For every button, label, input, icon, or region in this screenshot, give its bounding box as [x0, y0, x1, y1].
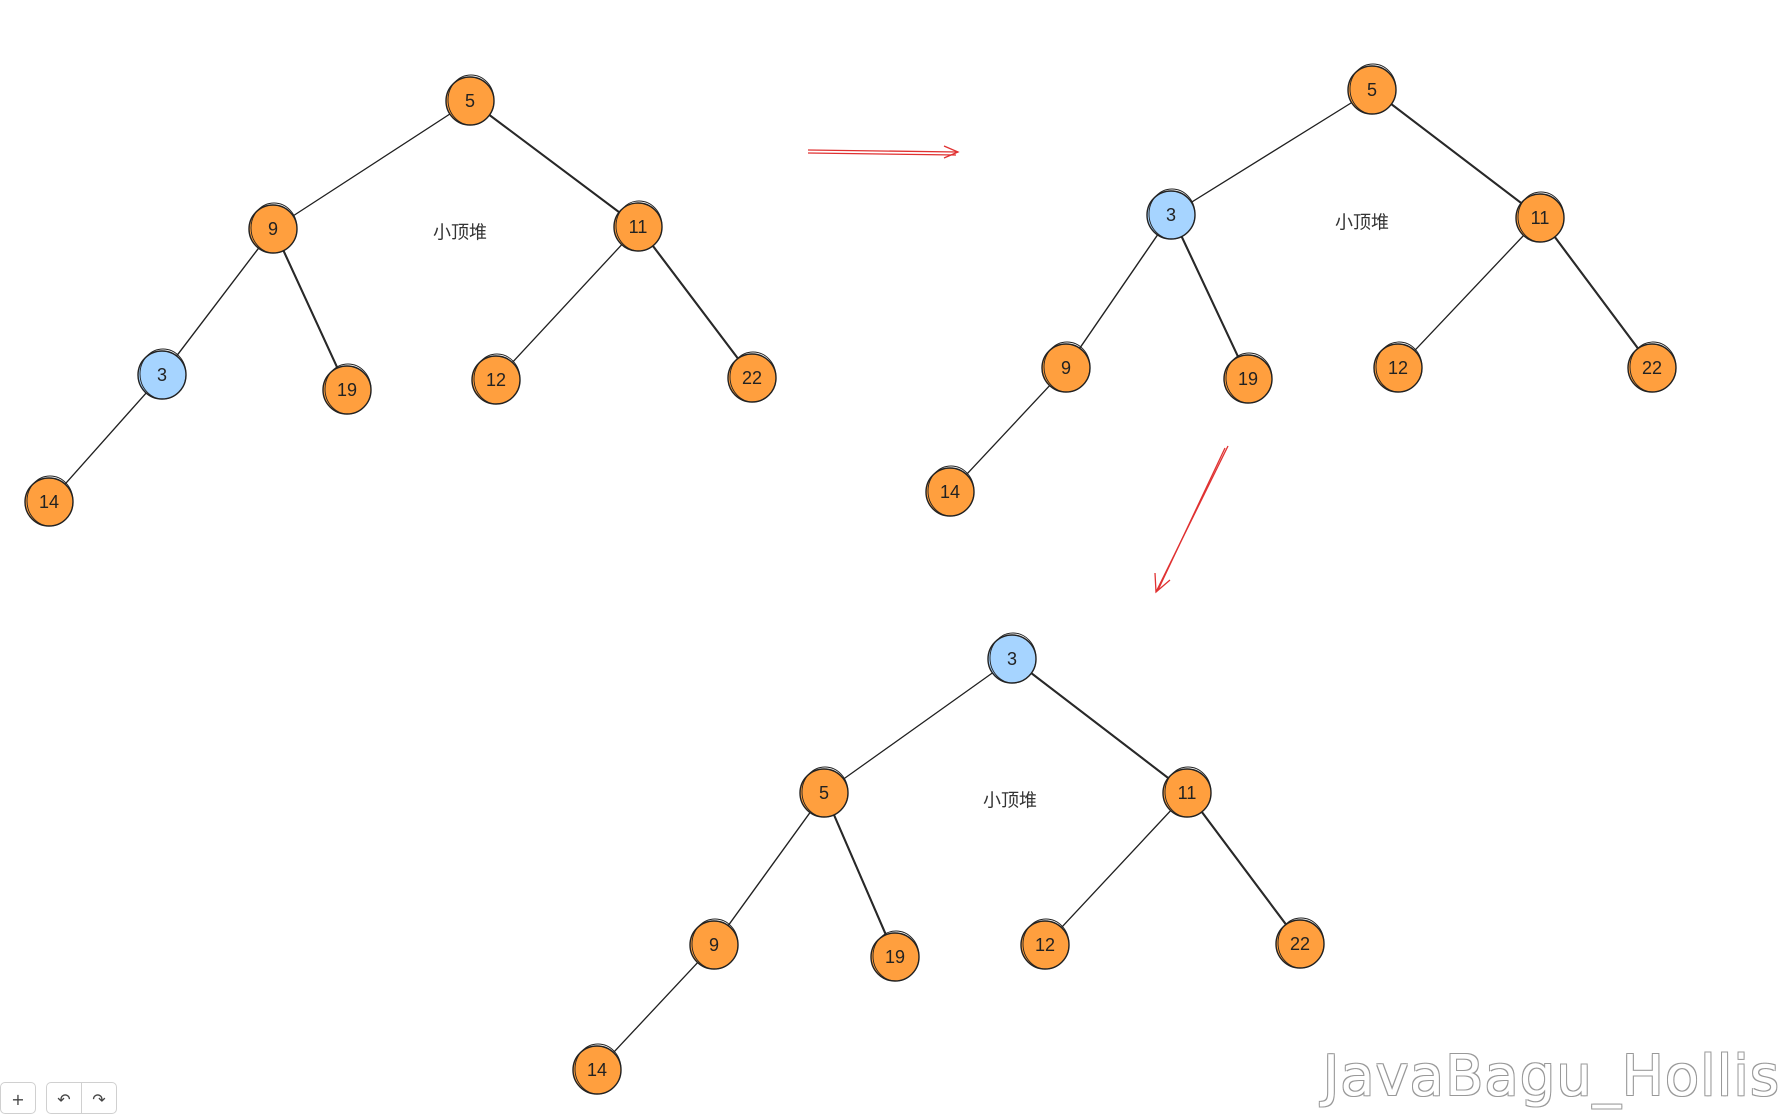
- tree-1-edge-a11-a12: [511, 243, 623, 363]
- tree-2-node-5[interactable]: 5: [1347, 63, 1397, 115]
- redo-button[interactable]: ↷: [81, 1083, 116, 1113]
- tree-3-node-22[interactable]: 22: [1275, 917, 1325, 969]
- node-label: 11: [1178, 783, 1197, 803]
- undo-button[interactable]: ↶: [57, 1089, 71, 1109]
- tree-2-edge-b3-b19: [1180, 235, 1240, 358]
- tree-3-node-3[interactable]: 3: [987, 632, 1037, 684]
- node-label: 11: [1531, 208, 1550, 228]
- node-label: 12: [1035, 935, 1055, 955]
- node-label: 19: [885, 947, 905, 967]
- node-label: 9: [268, 219, 278, 239]
- tree-3-edge-c5-c19: [833, 814, 887, 936]
- tree-3-edge-c3-c11: [1030, 672, 1170, 779]
- node-label: 5: [465, 91, 475, 111]
- tree-1-edge-a5-a9: [292, 113, 451, 217]
- node-label: 22: [1290, 934, 1310, 954]
- heap-caption-2: 小顶堆: [1335, 213, 1389, 234]
- tree-3-node-14[interactable]: 14: [572, 1043, 622, 1095]
- zoom-group: +: [0, 1082, 36, 1114]
- tree-3-edge-c9-c14: [612, 961, 699, 1053]
- tree-2-edge-b5-b11: [1390, 103, 1523, 204]
- tree-1-node-12[interactable]: 12: [471, 353, 521, 405]
- heap-caption-1: 小顶堆: [433, 223, 487, 244]
- node-label: 5: [819, 783, 829, 803]
- tree-3-edge-c5-c9: [727, 811, 812, 926]
- tree-1-node-9[interactable]: 9: [248, 202, 298, 254]
- tree-3-node-5[interactable]: 5: [799, 766, 849, 818]
- tree-1-node-14[interactable]: 14: [24, 475, 74, 527]
- tree-2-edge-b3-b9: [1079, 233, 1159, 349]
- watermark: JavaBagu_Hollis: [1322, 1044, 1780, 1109]
- tree-3-node-12[interactable]: 12: [1020, 918, 1070, 970]
- arrow-right: [807, 145, 960, 159]
- tree-1-node-11[interactable]: 11: [613, 200, 663, 252]
- arrows-layer: [807, 145, 1229, 594]
- tree-3-edge-c3-c5: [843, 671, 994, 780]
- node-label: 11: [629, 217, 648, 237]
- zoom-in-button[interactable]: +: [11, 1089, 25, 1109]
- node-label: 22: [742, 368, 762, 388]
- node-label: 22: [1642, 358, 1662, 378]
- node-label: 14: [587, 1060, 607, 1080]
- tree-1-edge-a9-a19: [282, 249, 339, 369]
- tree-1-node-19[interactable]: 19: [322, 363, 372, 415]
- node-label: 14: [39, 492, 59, 512]
- tree-2-node-22[interactable]: 22: [1627, 341, 1677, 393]
- heap-caption-3: 小顶堆: [983, 791, 1037, 812]
- tree-2-node-11[interactable]: 11: [1515, 191, 1565, 243]
- nodes-layer: 5 9 11 3 19 12 22 14 5 3 11 9 19 12 22 14 3 5 11 9 19 12 22 14: [24, 63, 1677, 1095]
- tree-2-edge-b11-b12: [1414, 234, 1525, 351]
- tree-2-node-9[interactable]: 9: [1041, 341, 1091, 393]
- tree-3-node-11[interactable]: 11: [1162, 766, 1212, 818]
- node-label: 9: [709, 935, 719, 955]
- history-group: ↶ ↷: [46, 1082, 117, 1114]
- tree-1-node-22[interactable]: 22: [727, 351, 777, 403]
- tree-2-node-19[interactable]: 19: [1223, 352, 1273, 404]
- tree-2-node-3[interactable]: 3: [1146, 188, 1196, 240]
- node-label: 3: [1166, 205, 1176, 225]
- tree-1-edge-a9-a3: [176, 247, 260, 357]
- node-label: 3: [1007, 649, 1017, 669]
- tree-1-edge-a11-a22: [652, 245, 739, 360]
- node-label: 3: [157, 365, 167, 385]
- node-label: 5: [1367, 80, 1377, 100]
- node-label: 14: [940, 482, 960, 502]
- tree-2-node-14[interactable]: 14: [925, 465, 975, 517]
- tree-3-node-9[interactable]: 9: [689, 918, 739, 970]
- edges-layer: [64, 101, 1639, 1053]
- node-label: 12: [486, 370, 506, 390]
- tree-3-edge-c11-c12: [1060, 809, 1172, 928]
- node-label: 19: [337, 380, 357, 400]
- captions-layer: 小顶堆 小顶堆 小顶堆: [433, 213, 1389, 812]
- node-label: 9: [1061, 358, 1071, 378]
- tree-1-edge-a3-a14: [64, 391, 148, 485]
- tree-1-node-5[interactable]: 5: [445, 74, 495, 126]
- tree-2-edge-b11-b22: [1553, 236, 1639, 350]
- tree-3-edge-c11-c22: [1200, 811, 1287, 926]
- canvas-toolbar: + ↶ ↷: [0, 1082, 117, 1114]
- node-label: 12: [1388, 358, 1408, 378]
- node-label: 19: [1238, 369, 1258, 389]
- arrow-down: [1154, 445, 1229, 594]
- tree-2-edge-b5-b3: [1191, 101, 1353, 203]
- tree-3-node-19[interactable]: 19: [870, 930, 920, 982]
- tree-2-edge-b9-b14: [965, 384, 1051, 475]
- tree-1-edge-a5-a11: [488, 114, 620, 214]
- tree-2-node-12[interactable]: 12: [1373, 341, 1423, 393]
- tree-1-node-3[interactable]: 3: [137, 348, 187, 400]
